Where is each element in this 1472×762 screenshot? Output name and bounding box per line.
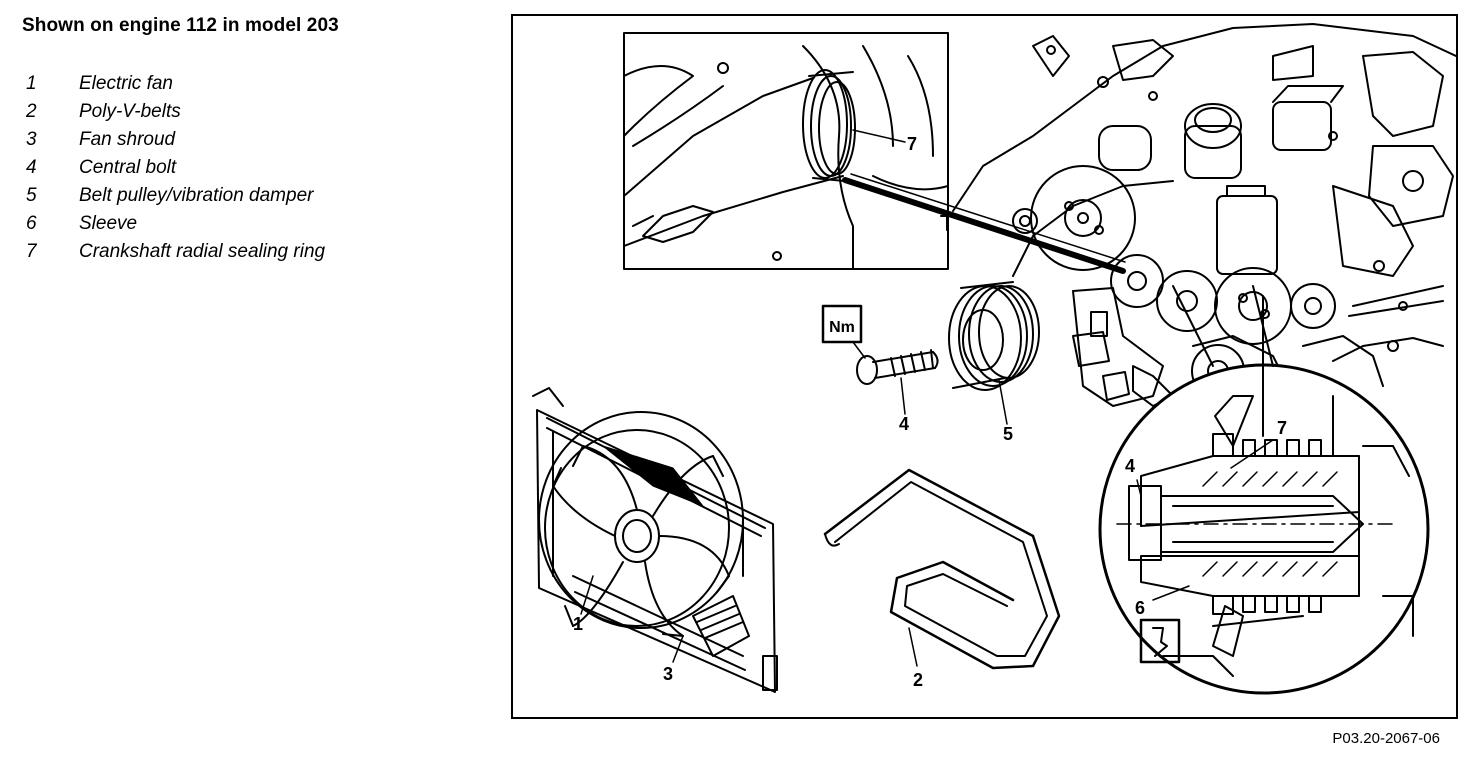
legend-item: 2 Poly-V-belts <box>26 98 325 126</box>
engine-illustration <box>952 23 1456 407</box>
poly-v-belt-illustration <box>823 468 1061 670</box>
legend-number: 1 <box>26 73 37 94</box>
legend-label: Sleeve <box>79 213 138 234</box>
callout-4: 4 <box>899 414 909 434</box>
central-bolt-illustration <box>821 304 939 415</box>
callout-6-detail: 6 <box>1135 598 1145 618</box>
crankshaft-detail-circle <box>1098 285 1430 695</box>
diagram-heading: Shown on engine 112 in model 203 <box>22 15 339 36</box>
legend-item: 3 Fan shroud <box>26 126 325 154</box>
callout-1: 1 <box>573 614 583 634</box>
legend-item: 4 Central bolt <box>26 154 325 182</box>
legend-number: 5 <box>26 185 37 206</box>
legend-item: 5 Belt pulley/vibration damper <box>26 182 325 210</box>
legend-number: 7 <box>26 241 37 262</box>
legend-label: Crankshaft radial sealing ring <box>79 241 326 262</box>
legend-item: 7 Crankshaft radial sealing ring <box>26 238 325 266</box>
legend-item: 1 Electric fan <box>26 70 325 98</box>
torque-symbol: Nm <box>829 319 855 336</box>
callout-7-inset: 7 <box>907 134 917 154</box>
sealing-ring-inset <box>623 32 1126 274</box>
legend-number: 3 <box>26 129 37 150</box>
callout-3: 3 <box>663 664 673 684</box>
legend-item: 6 Sleeve <box>26 210 325 238</box>
legend-label: Belt pulley/vibration damper <box>79 185 314 206</box>
callout-2: 2 <box>913 670 923 690</box>
legend-label: Poly-V-belts <box>79 101 181 122</box>
legend-label: Electric fan <box>79 73 173 94</box>
electric-fan-illustration <box>532 387 778 693</box>
legend-label: Fan shroud <box>79 129 176 150</box>
callout-5: 5 <box>1003 424 1013 444</box>
callout-4-detail: 4 <box>1125 456 1135 476</box>
exploded-view-figure: 7 4 5 1 3 2 4 7 6 Nm <box>511 14 1458 719</box>
legend-number: 2 <box>26 101 37 122</box>
callout-7-detail: 7 <box>1277 418 1287 438</box>
legend-label: Central bolt <box>79 157 177 178</box>
legend-number: 4 <box>26 157 37 178</box>
belt-pulley-illustration <box>948 281 1040 425</box>
reference-code: P03.20-2067-06 <box>1332 730 1440 747</box>
legend-number: 6 <box>26 213 37 234</box>
